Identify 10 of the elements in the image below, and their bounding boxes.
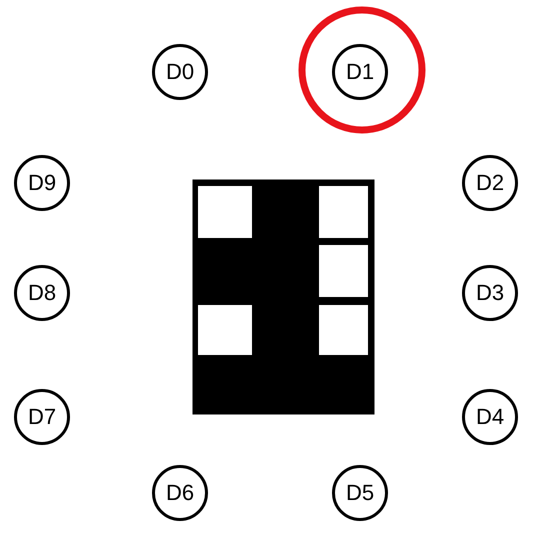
node-label: D6 bbox=[166, 480, 194, 506]
node-label: D1 bbox=[346, 59, 374, 85]
node-label: D3 bbox=[476, 280, 504, 306]
node-label: D7 bbox=[28, 404, 56, 430]
node-label: D8 bbox=[28, 280, 56, 306]
node-label: D9 bbox=[28, 170, 56, 196]
node-label: D4 bbox=[476, 404, 504, 430]
node-label: D5 bbox=[346, 480, 374, 506]
node-label: D0 bbox=[166, 59, 194, 85]
node-label: D2 bbox=[476, 170, 504, 196]
